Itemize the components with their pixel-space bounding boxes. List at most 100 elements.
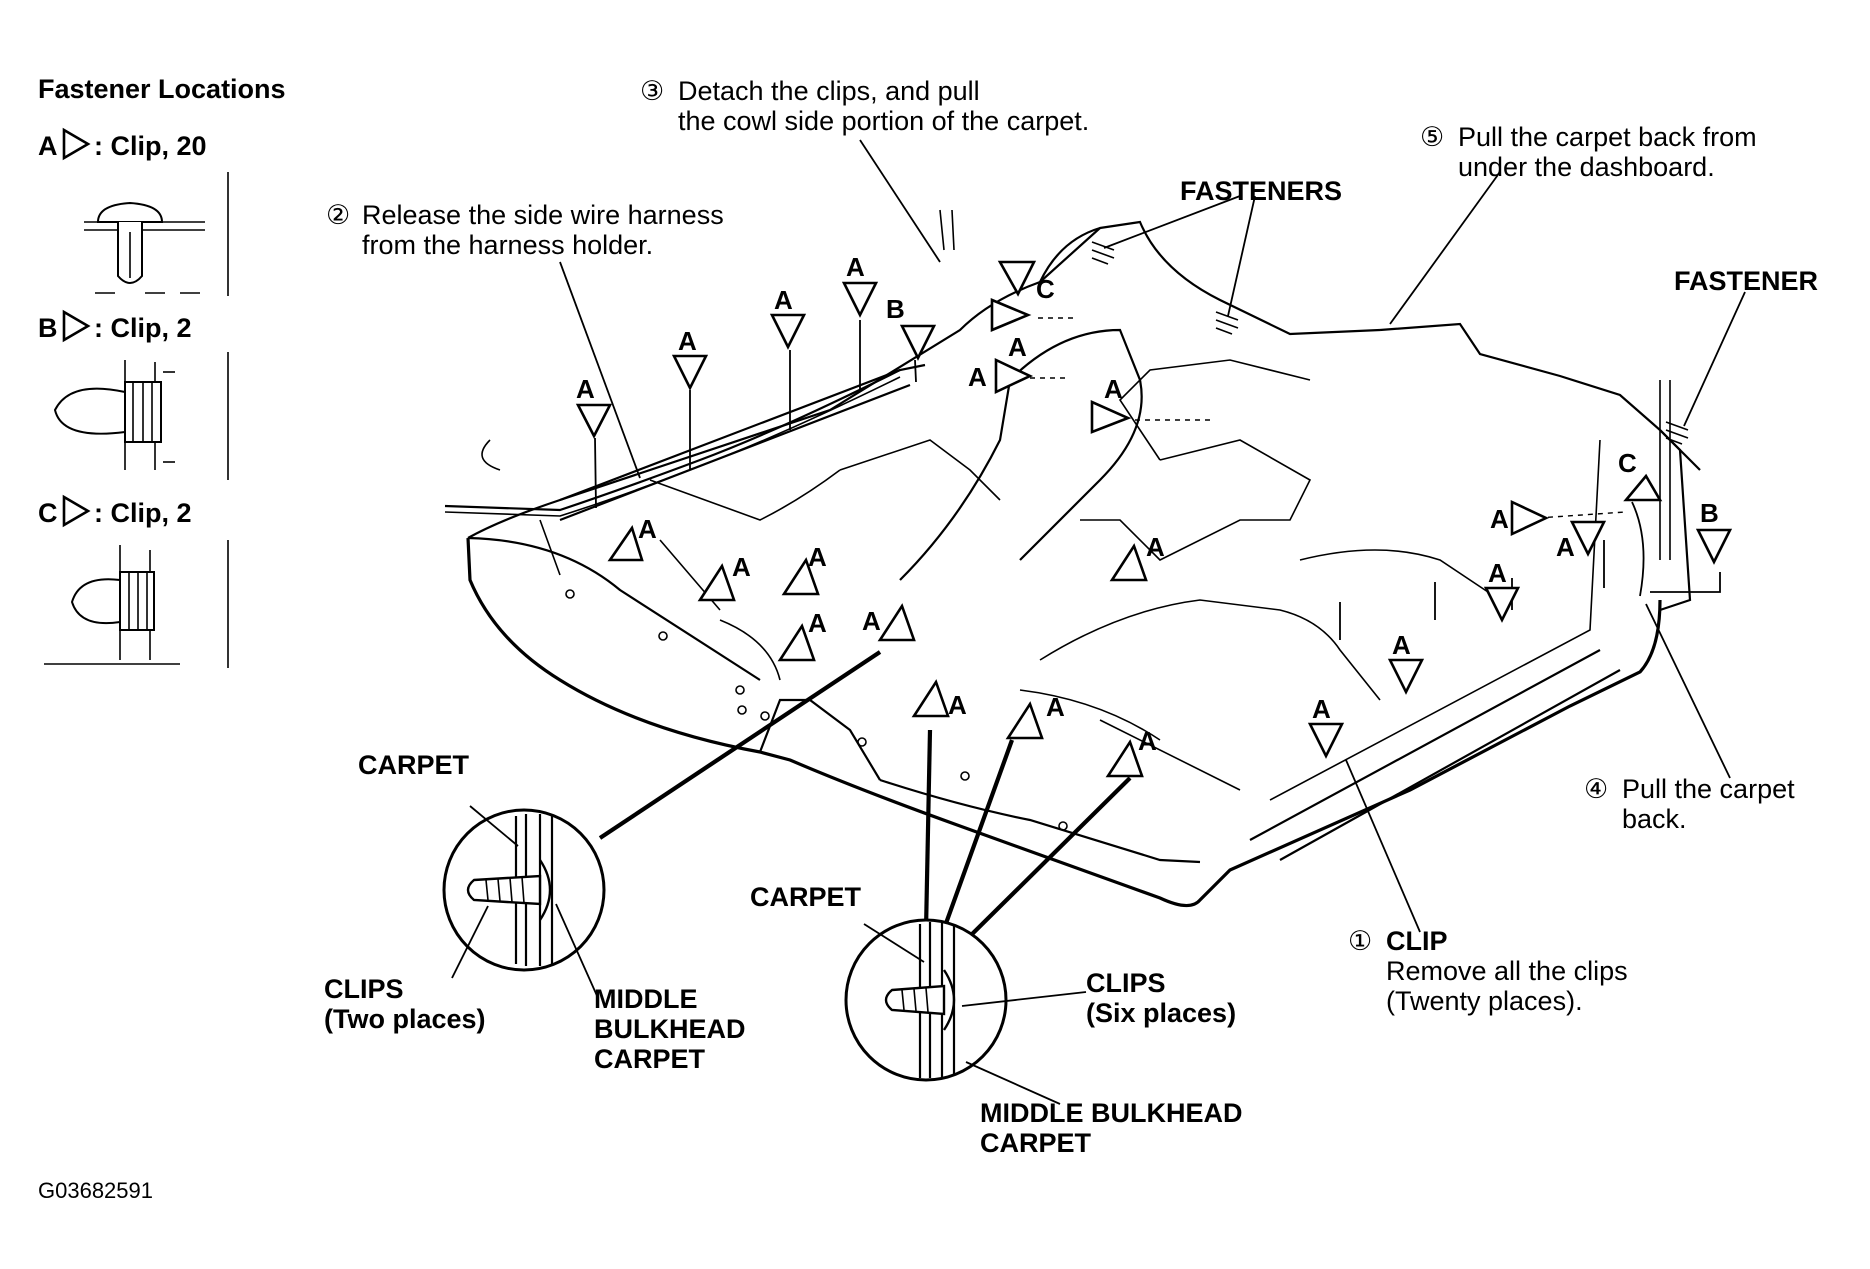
clip-a-illustration (84, 172, 229, 296)
svg-text:A: A (1138, 726, 1157, 756)
triangle-b-icon (62, 309, 91, 343)
svg-text:A: A (862, 606, 881, 636)
triangle-a-icon (62, 127, 91, 161)
step1-line1: Remove all the clips (1386, 956, 1628, 986)
svg-text:A: A (638, 514, 657, 544)
middle-bulkhead-left-3: CARPET (594, 1044, 706, 1074)
marker-a-floor-9: A (1109, 532, 1165, 582)
legend-key-c: C (38, 498, 58, 528)
marker-a-sill-1: A (575, 374, 613, 439)
marker-a-rfloor: A (1490, 499, 1550, 537)
svg-text:A: A (1046, 692, 1065, 722)
marker-b-sill: B (886, 294, 937, 361)
clips-six-label: CLIPS (1086, 968, 1166, 998)
svg-text:A: A (732, 552, 751, 582)
marker-c-right: C (1618, 448, 1663, 502)
callout-labels: FASTENERS FASTENER CARPET CLIPS (Two pla… (324, 176, 1818, 1158)
svg-text:A: A (1008, 332, 1027, 362)
step5-number: ⑤ (1420, 122, 1444, 152)
step1-line2: (Twenty places). (1386, 986, 1583, 1016)
clip-b-illustration (53, 352, 229, 480)
marker-a-floor-4: A (777, 608, 827, 662)
legend-key-a: A (38, 131, 58, 161)
svg-text:A: A (808, 608, 827, 638)
middle-bulkhead-center-2: CARPET (980, 1128, 1092, 1158)
detail-leaders (598, 650, 1132, 948)
step1-title: CLIP (1386, 926, 1448, 956)
carpet-holes (565, 589, 1068, 831)
marker-b-right: B (1695, 498, 1733, 565)
marker-a-rsill-1: A (1307, 694, 1345, 759)
marker-a-tunnel: A (1090, 374, 1132, 434)
svg-text:A: A (846, 252, 865, 282)
svg-text:B: B (886, 294, 905, 324)
svg-text:A: A (678, 326, 697, 356)
svg-text:A: A (1490, 504, 1509, 534)
step4-line2: back. (1622, 804, 1687, 834)
legend-title: Fastener Locations (38, 74, 286, 104)
marker-a-floor-1: A (607, 514, 657, 562)
clips-two-places: (Two places) (324, 1004, 486, 1034)
marker-a-sill-3: A (769, 285, 807, 350)
marker-a-rsill-2: A (1387, 630, 1425, 695)
legend-text-c: : Clip, 2 (94, 498, 192, 528)
middle-bulkhead-center-1: MIDDLE BULKHEAD (980, 1098, 1243, 1128)
marker-a-floor-5: A (862, 603, 916, 642)
svg-text:A: A (1488, 558, 1507, 588)
detail-circle-six-clips (844, 918, 1087, 1105)
svg-text:A: A (968, 362, 987, 392)
svg-text:C: C (1036, 274, 1055, 304)
step2-line1: Release the side wire harness (362, 200, 724, 230)
marker-a-sill-4: A (841, 252, 879, 318)
fastener-label: FASTENER (1674, 266, 1818, 296)
svg-text:C: C (1618, 448, 1637, 478)
clips-two-label: CLIPS (324, 974, 404, 1004)
marker-a-sill-2: A (671, 326, 709, 391)
svg-text:A: A (1556, 532, 1575, 562)
legend-text-a: : Clip, 20 (94, 131, 207, 161)
svg-text:A: A (1312, 694, 1331, 724)
triangle-c-icon (62, 494, 91, 528)
svg-text:A: A (1146, 532, 1165, 562)
fasteners-label: FASTENERS (1180, 176, 1342, 206)
middle-bulkhead-left-1: MIDDLE (594, 984, 698, 1014)
marker-a-cowl-2: A (968, 357, 1034, 395)
marker-a-rsill-3: A (1483, 558, 1521, 623)
carpet-label-center: CARPET (750, 882, 862, 912)
clips-six-places: (Six places) (1086, 998, 1236, 1028)
svg-text:A: A (576, 374, 595, 404)
carpet-label-left: CARPET (358, 750, 470, 780)
carpet-outline (444, 209, 1701, 908)
detail-circle-two-clips (442, 805, 606, 999)
marker-a-floor-3: A (781, 542, 827, 596)
step1-number: ① (1348, 926, 1372, 956)
marker-a-floor-6: A (911, 679, 967, 720)
fastener-pads (1091, 241, 1689, 445)
clip-c-illustration (44, 540, 229, 668)
legend-text-b: : Clip, 2 (94, 313, 192, 343)
marker-a-floor-7: A (1005, 692, 1065, 740)
svg-text:A: A (774, 285, 793, 315)
step5-line1: Pull the carpet back from (1458, 122, 1757, 152)
svg-text:A: A (808, 542, 827, 572)
step5-line2: under the dashboard. (1458, 152, 1715, 182)
leader-lines (559, 139, 1746, 933)
marker-a-floor-8: A (1105, 726, 1157, 778)
step3-line1: Detach the clips, and pull (678, 76, 980, 106)
marker-c-pillar: C (997, 260, 1055, 304)
step4-line1: Pull the carpet (1622, 774, 1795, 804)
svg-text:B: B (1700, 498, 1719, 528)
fastener-legend: Fastener Locations A : Clip, 20 B : Clip… (38, 74, 286, 668)
marker-triangles: A A A A B C A A A A A A A A A A A A A A … (575, 252, 1733, 778)
marker-a-cowl-1: A (990, 298, 1032, 362)
step2-line2: from the harness holder. (362, 230, 653, 260)
legend-key-b: B (38, 313, 58, 343)
step4-number: ④ (1584, 774, 1608, 804)
step3-line2: the cowl side portion of the carpet. (678, 106, 1089, 136)
step-labels: ③ Detach the clips, and pull the cowl si… (326, 76, 1795, 1016)
middle-bulkhead-left-2: BULKHEAD (594, 1014, 746, 1044)
figure-id: G03682591 (38, 1178, 153, 1203)
svg-text:A: A (948, 690, 967, 720)
